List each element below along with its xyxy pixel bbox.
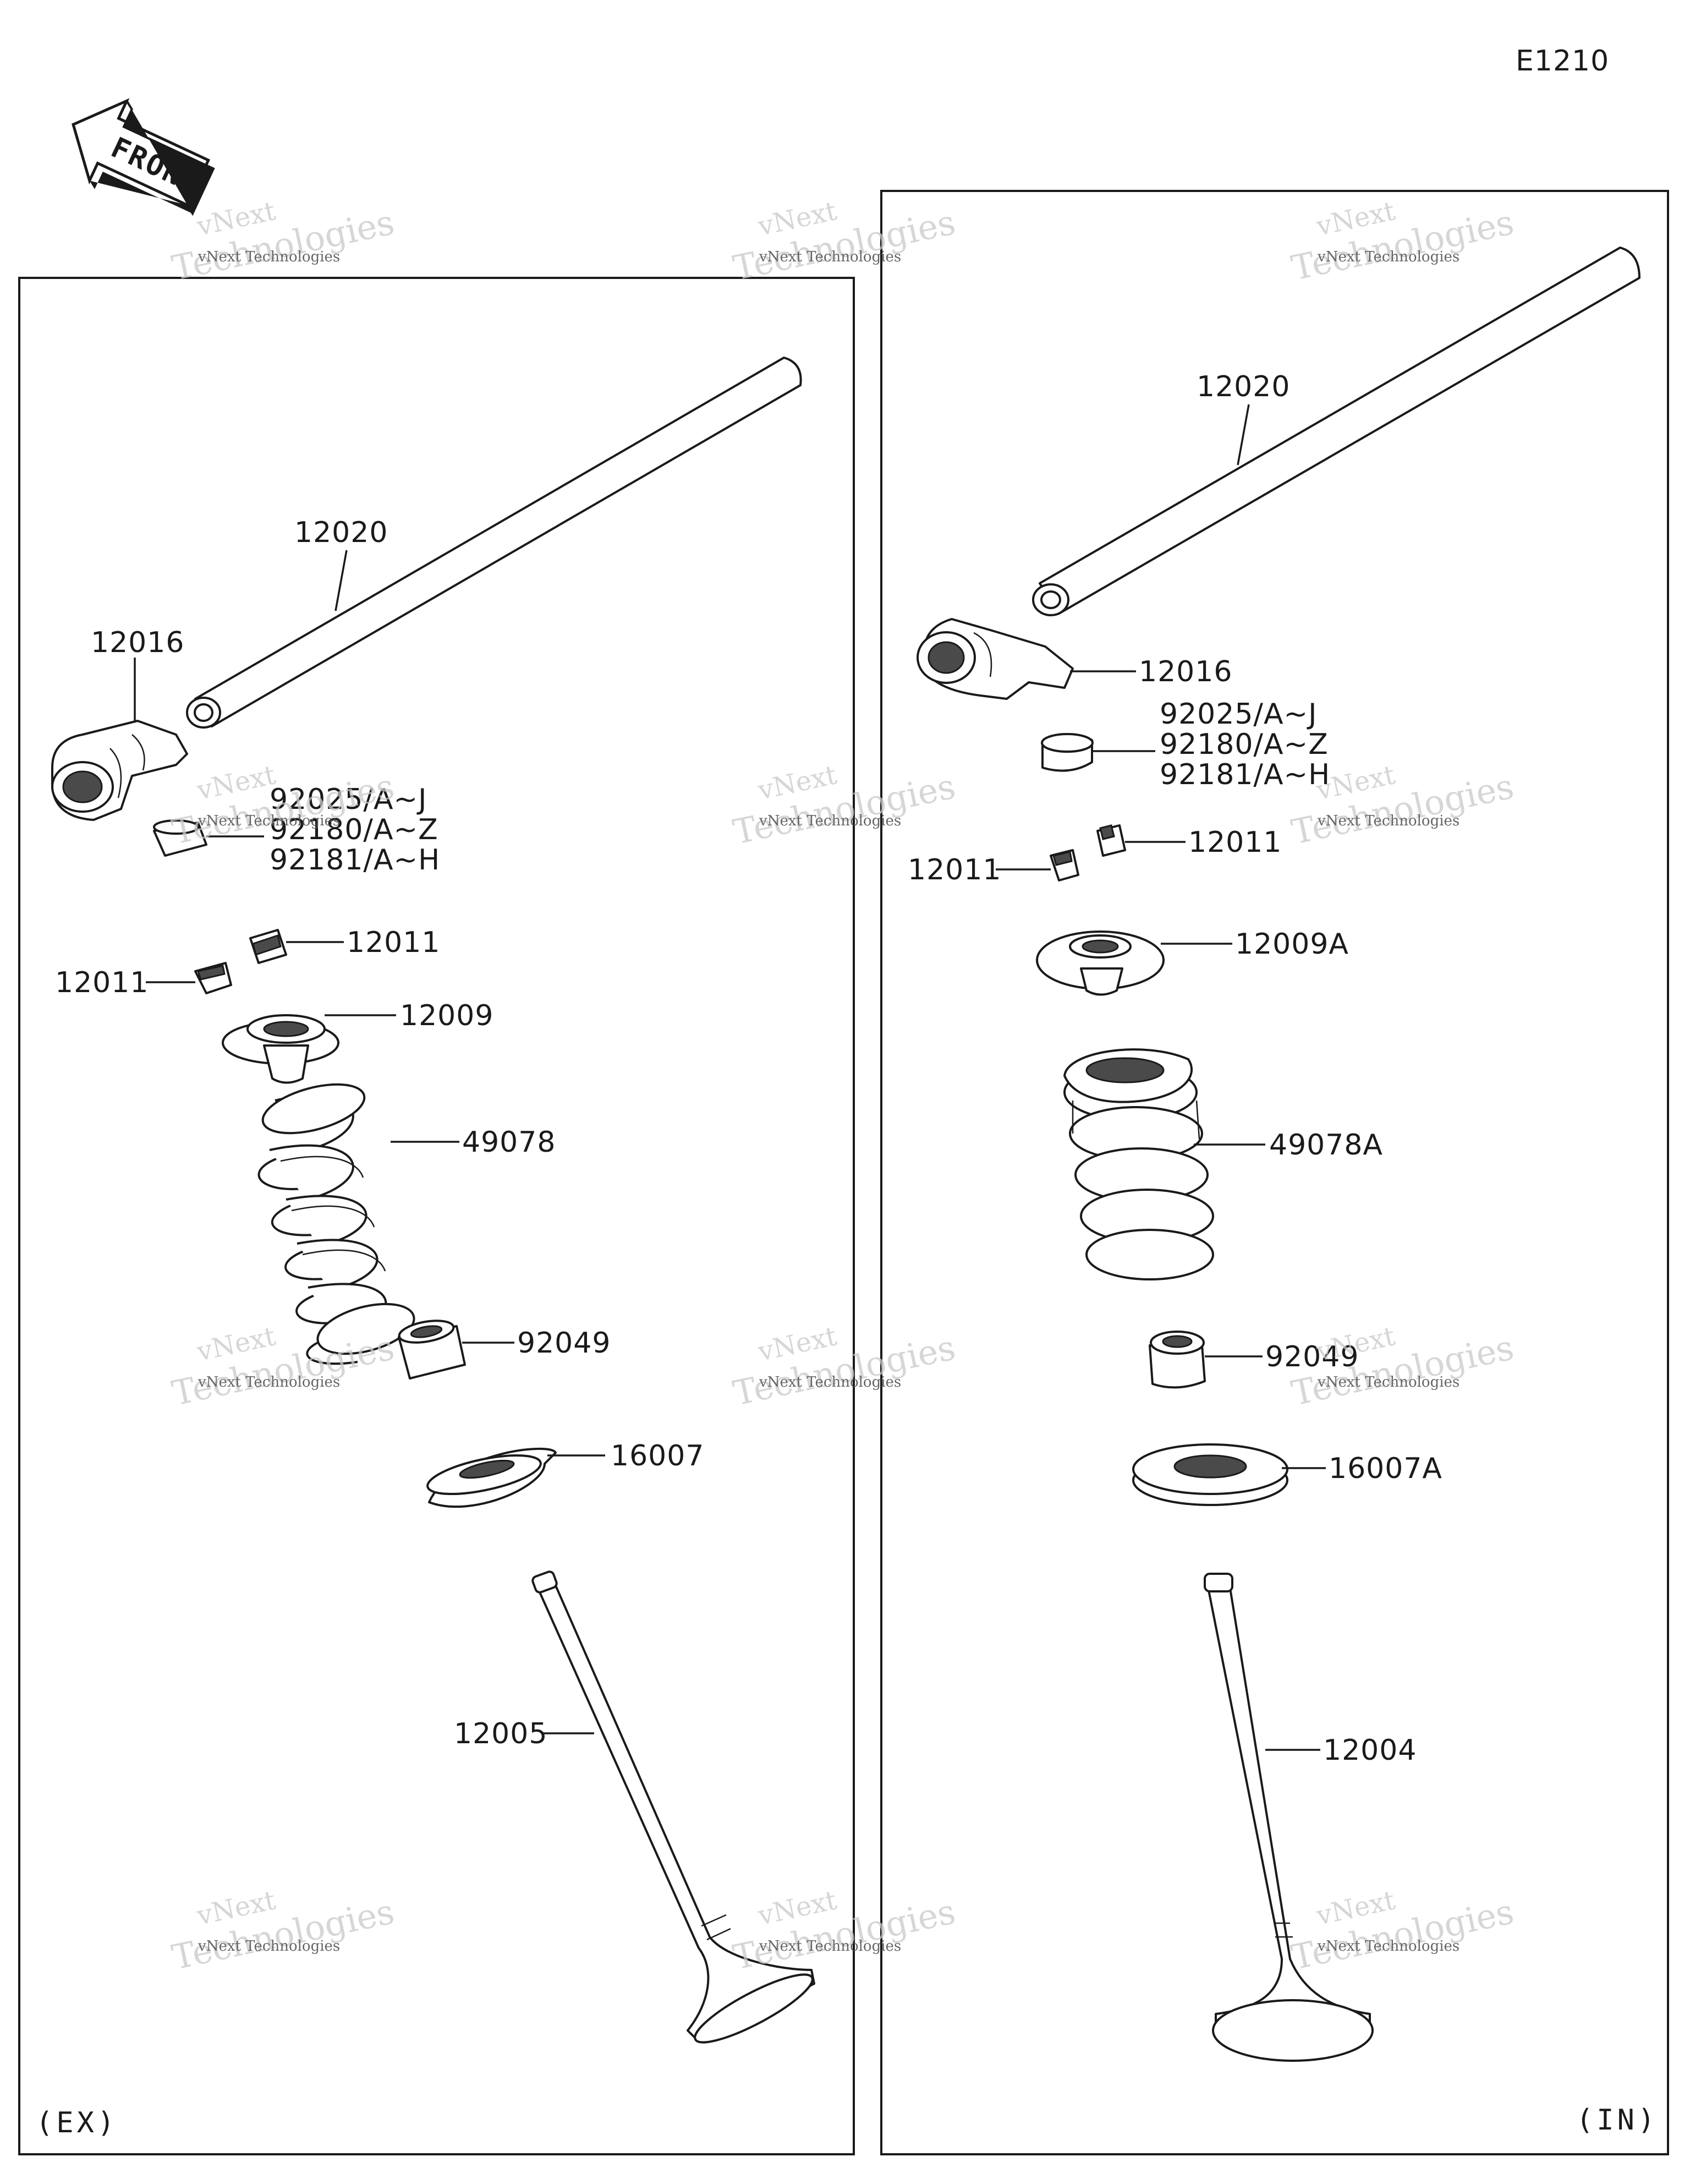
in-shim: [1041, 733, 1094, 772]
ex-label-spring: 49078: [462, 1126, 556, 1159]
ex-label-retainer: 12009: [400, 999, 493, 1032]
in-label-spring: 49078A: [1269, 1129, 1383, 1162]
watermark: vNext Technologies vNext Technologies: [729, 1885, 959, 1978]
front-arrow-icon: FRONT: [72, 98, 215, 216]
ex-label-rocker-shaft: 12020: [294, 516, 388, 549]
svg-text:vNext Technologies: vNext Technologies: [197, 813, 340, 829]
watermark: vNext Technologies vNext Technologies: [168, 1885, 398, 1978]
in-retainer: [1036, 930, 1165, 996]
svg-text:vNext Technologies: vNext Technologies: [759, 813, 901, 829]
svg-text:vNext Technologies: vNext Technologies: [1317, 813, 1459, 829]
ex-cotter-upper: [249, 929, 287, 964]
in-label-cotter-upper: 12011: [1188, 826, 1282, 859]
intake-panel-frame: [880, 190, 1669, 2155]
svg-text:vNext Technologies: vNext Technologies: [1317, 1938, 1459, 1955]
ex-rocker-shaft: [186, 357, 802, 729]
watermark: vNext Technologies vNext Technologies: [729, 1321, 959, 1414]
in-valve: [1204, 1573, 1374, 2062]
in-label-seal: 92049: [1265, 1340, 1359, 1373]
ex-label-cotter-lower: 12011: [55, 966, 149, 999]
in-label-rocker-arm: 12016: [1139, 655, 1232, 688]
in-label-seat: 16007A: [1329, 1452, 1442, 1485]
in-cotter-upper: [1096, 824, 1126, 857]
svg-text:vNext Technologies: vNext Technologies: [197, 1938, 340, 1955]
svg-text:vNext Technologies: vNext Technologies: [1317, 249, 1459, 265]
ex-seal: [398, 1320, 466, 1380]
ex-seat: [426, 1447, 557, 1508]
svg-text:vNext Technologies: vNext Technologies: [759, 249, 901, 265]
ex-label-shim-b: 92180/A~Z: [270, 813, 438, 846]
in-label-rocker-shaft: 12020: [1197, 370, 1290, 403]
in-seat: [1132, 1443, 1288, 1506]
diagram-code: E1210: [1516, 45, 1609, 78]
ex-label-cotter-upper: 12011: [347, 926, 440, 959]
svg-text:vNext Technologies: vNext Technologies: [197, 1374, 340, 1391]
in-label-shim-b: 92180/A~Z: [1160, 728, 1329, 761]
intake-panel: 12020 12016 92025/A~J 92180/A~Z 92181/A~…: [908, 247, 1658, 2137]
in-panel-tag: (IN): [1576, 2104, 1658, 2137]
ex-label-seat: 16007: [611, 1439, 704, 1473]
in-label-cotter-lower: 12011: [908, 853, 1001, 886]
in-label-valve: 12004: [1323, 1734, 1417, 1767]
ex-spring: [257, 1083, 415, 1365]
in-label-shim-c: 92181/A~H: [1160, 758, 1330, 791]
exhaust-panel: 12020 12016 92025/A~J 92180/A~Z 92181/A~…: [36, 357, 815, 2139]
svg-text:vNext Technologies: vNext Technologies: [197, 249, 340, 265]
ex-shim: [153, 819, 207, 857]
in-seal: [1149, 1331, 1206, 1389]
ex-label-seal: 92049: [517, 1327, 611, 1360]
ex-rocker-arm: [51, 720, 188, 821]
watermark: vNext Technologies vNext Technologies: [1288, 1885, 1517, 1978]
ex-label-shim-c: 92181/A~H: [270, 844, 440, 877]
in-rocker-shaft: [1032, 247, 1640, 616]
ex-panel-tag: (EX): [36, 2106, 118, 2139]
ex-retainer: [222, 1014, 339, 1084]
watermark: vNext Technologies vNext Technologies: [729, 759, 959, 852]
ex-label-valve: 12005: [454, 1717, 547, 1750]
exhaust-panel-frame: [18, 277, 855, 2155]
in-cotter-lower: [1050, 849, 1079, 882]
ex-valve: [531, 1570, 815, 2044]
in-rocker-arm: [917, 618, 1074, 700]
in-label-retainer: 12009A: [1235, 928, 1349, 961]
in-label-shim-a: 92025/A~J: [1160, 698, 1317, 731]
in-spring: [1063, 1048, 1214, 1280]
svg-text:vNext Technologies: vNext Technologies: [759, 1938, 901, 1955]
ex-cotter-lower: [194, 962, 232, 994]
ex-label-shim-a: 92025/A~J: [270, 783, 427, 816]
svg-text:vNext Technologies: vNext Technologies: [759, 1374, 901, 1391]
svg-text:vNext Technologies: vNext Technologies: [1317, 1374, 1459, 1391]
ex-label-rocker-arm: 12016: [91, 626, 184, 659]
